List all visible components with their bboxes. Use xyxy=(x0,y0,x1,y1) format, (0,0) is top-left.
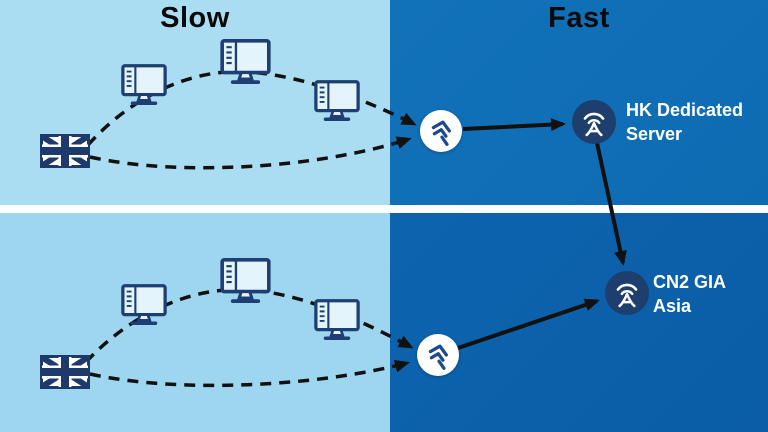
slow-route-bottom-lower xyxy=(89,359,410,388)
hk-server-label: HK Dedicated Server xyxy=(626,100,744,144)
computer-icon xyxy=(219,37,272,92)
computer-icon xyxy=(120,62,168,113)
relay-logo-icon xyxy=(428,344,448,370)
horizontal-divider xyxy=(0,205,768,213)
fast-route-top xyxy=(462,118,566,132)
antenna-icon xyxy=(583,112,605,137)
computer-icon xyxy=(313,297,361,348)
fast-panel-top xyxy=(390,0,768,205)
relay-node-top xyxy=(420,110,462,152)
uk-flag-icon xyxy=(40,355,90,389)
fast-route-bottom xyxy=(457,298,600,350)
slow-route-bottom-upper xyxy=(84,287,414,364)
computer-icon xyxy=(120,282,168,333)
slow-title: Slow xyxy=(160,2,230,34)
relay-node-bottom xyxy=(417,334,459,376)
uk-flag-icon xyxy=(40,134,90,168)
computer-icon xyxy=(313,78,361,129)
hk-server-node xyxy=(572,100,616,144)
slow-route-top-lower xyxy=(89,136,412,170)
computer-icon xyxy=(219,256,272,311)
relay-logo-icon xyxy=(431,120,451,146)
cn2-gia-label: CN2 GIA Asia xyxy=(653,272,727,316)
fast-title: Fast xyxy=(548,2,610,34)
antenna-icon xyxy=(616,283,638,308)
fast-panel-bottom xyxy=(390,213,768,432)
hk-to-cn2-link xyxy=(595,142,627,266)
cn2-gia-node xyxy=(605,271,649,315)
